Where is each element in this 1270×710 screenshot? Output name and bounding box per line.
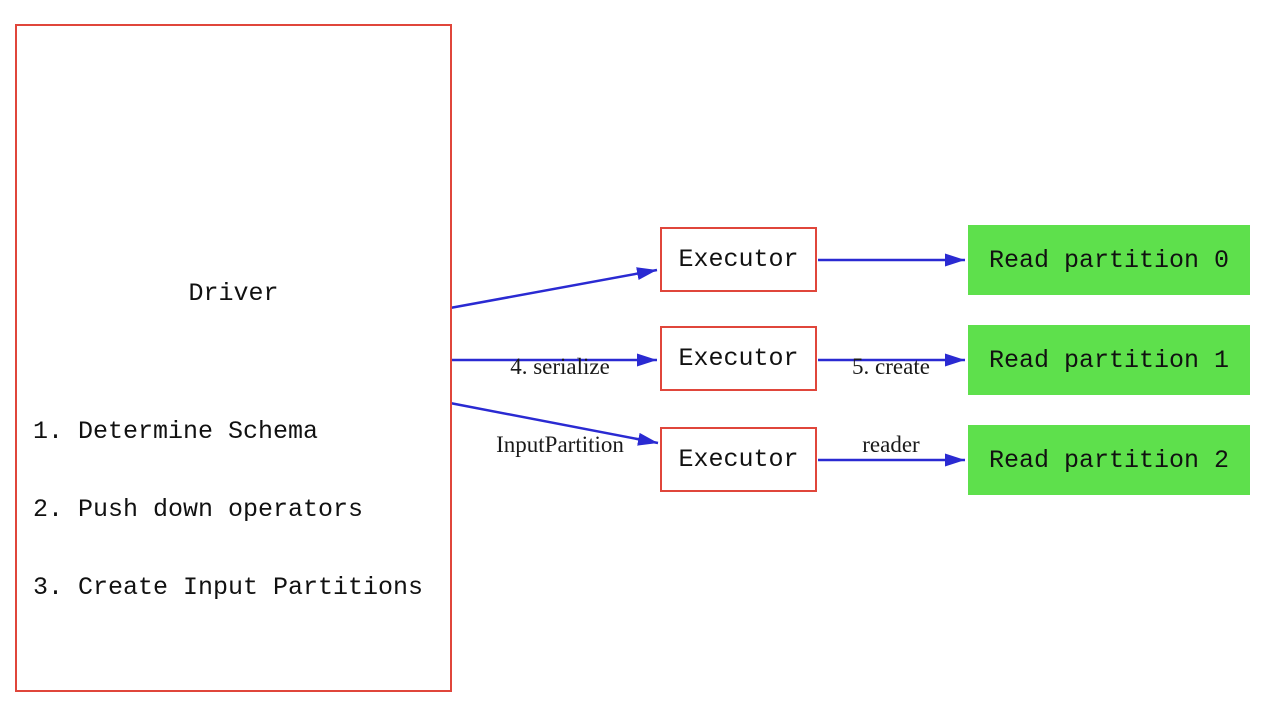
driver-box: Driver 1. Determine Schema 2. Push down … (15, 24, 452, 692)
executor-box-2: Executor (660, 427, 817, 492)
executor-label-0: Executor (678, 245, 799, 274)
edge-label-serialize-line2: InputPartition (496, 432, 624, 457)
driver-step-1: 1. Determine Schema (33, 417, 319, 446)
read-partition-box-0: Read partition 0 (968, 225, 1250, 295)
driver-title: Driver (188, 279, 279, 308)
edge-label-create-reader: 5. create reader (791, 302, 991, 510)
executor-label-2: Executor (678, 445, 799, 474)
read-partition-label-0: Read partition 0 (988, 245, 1230, 275)
edge-label-reader-line2: reader (862, 432, 920, 457)
executor-box-0: Executor (660, 227, 817, 292)
executor-box-1: Executor (660, 326, 817, 391)
driver-step-2: 2. Push down operators (33, 495, 364, 524)
edge-label-serialize-inputpartition: 4. serialize InputPartition (450, 302, 670, 510)
executor-label-1: Executor (678, 344, 799, 373)
read-partition-box-1: Read partition 1 (968, 325, 1250, 395)
read-partition-box-2: Read partition 2 (968, 425, 1250, 495)
driver-step-3: 3. Create Input Partitions (33, 573, 424, 602)
edge-label-serialize-line1: 4. serialize (510, 354, 610, 379)
driver-steps-list: 1. Determine Schema 2. Push down operato… (33, 367, 423, 653)
edge-label-reader-line1: 5. create (852, 354, 930, 379)
read-partition-label-1: Read partition 1 (988, 345, 1230, 375)
read-partition-label-2: Read partition 2 (988, 445, 1230, 475)
